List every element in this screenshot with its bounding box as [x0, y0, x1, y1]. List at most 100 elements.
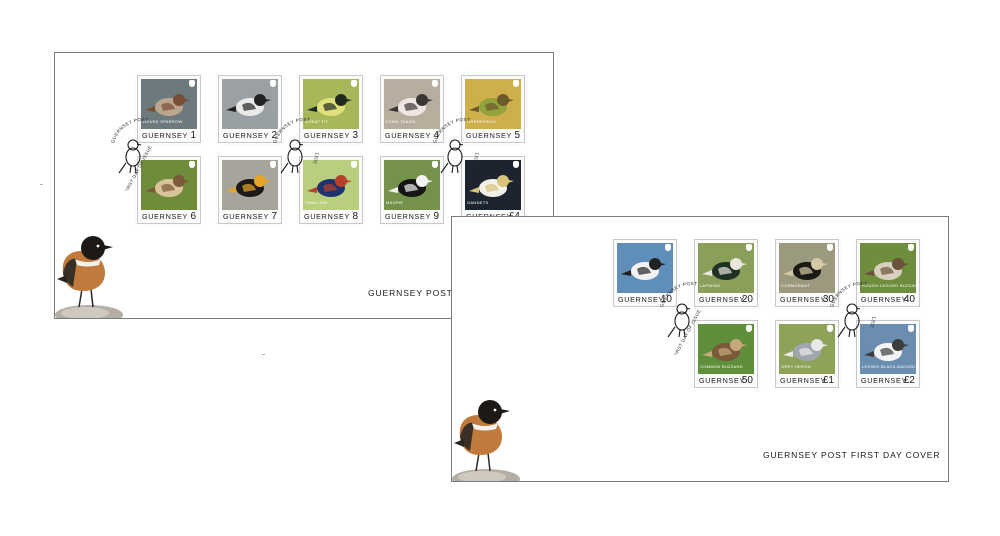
stamp-country: GUERNSEY: [699, 295, 745, 304]
crown-icon: [189, 161, 195, 168]
postmark-top-text: GUERNSEY POST: [432, 117, 470, 144]
stamp-value: 4: [433, 130, 439, 141]
stamp-bird-photo: [779, 324, 835, 374]
stamp-photo: [698, 243, 754, 293]
stamp-photo: [617, 243, 673, 293]
postmark-top-text: GUERNSEY POST: [829, 281, 867, 308]
stamp-bird-name: SWALLOW: [305, 200, 328, 205]
crown-icon: [827, 244, 833, 251]
crown-icon: [827, 325, 833, 332]
speck: [262, 354, 265, 355]
crown-icon: [513, 161, 519, 168]
svg-text:GUERNSEY POST: GUERNSEY POST: [110, 117, 149, 144]
stamp-photo: [141, 79, 197, 129]
stonechat-illustration: [55, 236, 123, 318]
stamp-photo: [222, 79, 278, 129]
stamp-country: GUERNSEY: [699, 376, 745, 385]
stamp-photo: [860, 324, 916, 374]
crown-icon: [270, 161, 276, 168]
stamp-photo: [860, 243, 916, 293]
stamp-photo: [384, 79, 440, 129]
stamp-country: GUERNSEY: [780, 295, 826, 304]
stamp-value: 1: [190, 130, 196, 141]
stamp-bird-name: GREENFINCH: [467, 119, 497, 124]
stamp-country: GUERNSEY: [223, 212, 269, 221]
stamp-bird-name: COMMON BUZZARD: [700, 364, 743, 369]
crown-icon: [746, 244, 752, 251]
postmark-stamp: GUERNSEY POST 2021: [432, 117, 480, 174]
postmark-year-text: 2021: [870, 316, 877, 329]
stamp-bird-name: LONG-TAILED: [386, 119, 416, 124]
stamp-value: 3: [352, 130, 358, 141]
stamp-country: GUERNSEY: [223, 131, 269, 140]
stamp-photo: [779, 243, 835, 293]
svg-text:GUERNSEY POST: GUERNSEY POST: [659, 281, 698, 308]
stamp-value: 30: [822, 294, 834, 305]
svg-text:GUERNSEY POST: GUERNSEY POST: [272, 117, 311, 144]
postmark-top-text: GUERNSEY POST: [659, 281, 697, 308]
stamp-bird-photo: [860, 324, 916, 374]
stamp-photo: [779, 324, 835, 374]
stamp-photo: [465, 160, 521, 210]
stamp-country: GUERNSEY: [385, 131, 431, 140]
stamp-bird-name: CORMORANT: [781, 283, 810, 288]
crown-icon: [432, 161, 438, 168]
stamp-bird-photo: [222, 160, 278, 210]
stamp-bird-name: GANNETS: [467, 200, 489, 205]
stamp-country: GUERNSEY: [304, 131, 350, 140]
stamp-bird-photo: [141, 79, 197, 129]
stamp-photo: [303, 79, 359, 129]
stamp-country: GUERNSEY: [861, 376, 907, 385]
stamp-value: 50: [741, 375, 753, 386]
stamp-bird-photo: [222, 79, 278, 129]
stonechat-illustration: [452, 400, 520, 481]
stamp-bird-photo: [698, 324, 754, 374]
stamp-photo: [222, 160, 278, 210]
stamp-value: 8: [352, 211, 358, 222]
stamp-value: 6: [190, 211, 196, 222]
crown-icon: [189, 80, 195, 87]
stamp-bird-photo: [779, 243, 835, 293]
stamp-value: 7: [271, 211, 277, 222]
speck: [40, 184, 43, 185]
stamp-bird-photo: [384, 79, 440, 129]
svg-text:GUERNSEY POST: GUERNSEY POST: [829, 281, 868, 308]
stamp-value: 40: [903, 294, 915, 305]
stamp-value: 5: [514, 130, 520, 141]
postmark-stamp: GUERNSEY POST FIRST DAY OF ISSUE: [659, 281, 702, 355]
stamp-bird-name: GREY HERON: [781, 364, 811, 369]
stamp-bird-name: MAGPIE: [386, 200, 404, 205]
stamp-photo: [303, 160, 359, 210]
stamp-photo: [141, 160, 197, 210]
stamp-value: 10: [660, 294, 672, 305]
stamp-photo: [698, 324, 754, 374]
stamp-country: GUERNSEY: [142, 212, 188, 221]
crown-icon: [746, 325, 752, 332]
stamp-country: GUERNSEY: [304, 212, 350, 221]
stamp-value: 9: [433, 211, 439, 222]
crown-icon: [351, 80, 357, 87]
crown-icon: [908, 325, 914, 332]
stamp-bird-photo: [465, 160, 521, 210]
stamp-value: 20: [741, 294, 753, 305]
stamp-photo: [384, 160, 440, 210]
svg-text:GUERNSEY POST: GUERNSEY POST: [432, 117, 471, 144]
stamp-bird-photo: [617, 243, 673, 293]
postmark-stamp: GUERNSEY POST FIRST DAY OF ISSUE: [110, 117, 153, 191]
stamp-photo: [465, 79, 521, 129]
stamp-bird-name: ROUGH-LEGGED BUZZARD: [862, 283, 921, 288]
